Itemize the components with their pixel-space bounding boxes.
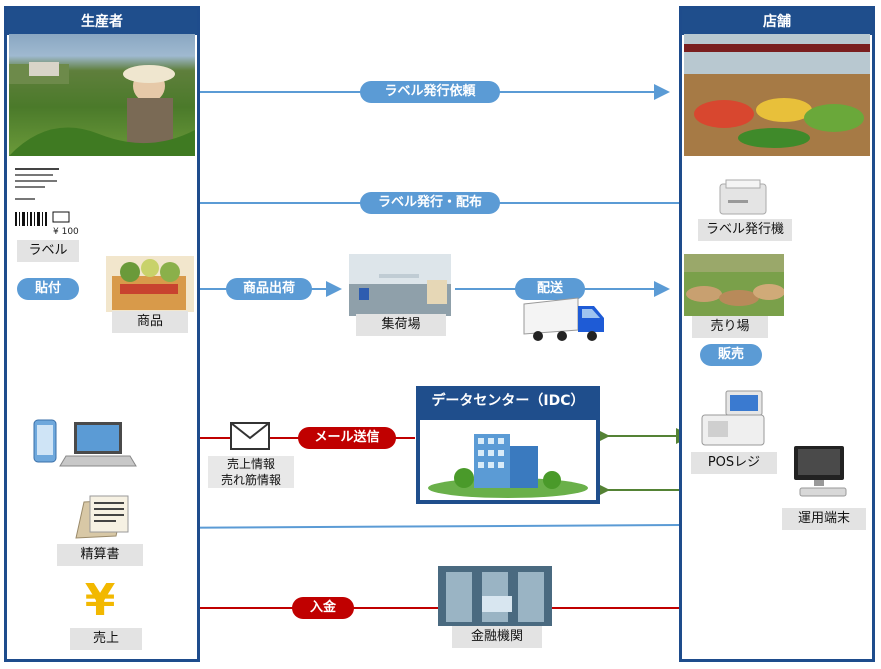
store-title: 店舗	[682, 9, 872, 35]
farmer-photo	[9, 34, 195, 156]
statement-caption: 精算書	[57, 544, 143, 566]
data-center-title: データセンター（IDC）	[416, 386, 600, 418]
shipment-pill: 商品出荷	[226, 278, 312, 300]
data-center-box: データセンター（IDC）	[416, 386, 600, 504]
mail-icon	[230, 422, 270, 450]
label-printer-icon	[716, 178, 770, 218]
terminal-icon	[790, 444, 856, 502]
email-caption: 売上情報 売れ筋情報	[208, 456, 294, 488]
sales-floor-photo	[684, 254, 784, 316]
sales-floor-caption: 売り場	[692, 316, 768, 338]
producer-title: 生産者	[7, 9, 197, 35]
label-issue-pill: ラベル発行・配布	[360, 192, 500, 214]
email-caption-line1: 売上情報	[226, 457, 275, 471]
data-center-building	[420, 420, 596, 500]
terminal-caption: 運用端末	[782, 508, 866, 530]
label-printer-caption: ラベル発行機	[698, 219, 792, 241]
email-pill: メール送信	[298, 427, 396, 449]
bank-photo	[438, 566, 552, 626]
label-caption: ラベル	[17, 240, 79, 262]
store-photo	[684, 34, 870, 156]
label-price: ¥ 100	[53, 227, 79, 237]
product-photo	[106, 256, 194, 312]
statement-icon	[70, 492, 138, 542]
pos-register-icon	[698, 389, 768, 449]
delivery-pill: 配送	[515, 278, 585, 300]
attach-pill: 貼付	[17, 278, 79, 300]
payment-pill: 入金	[292, 597, 354, 619]
collection-caption: 集荷場	[356, 314, 446, 336]
devices-icon	[30, 416, 140, 472]
product-caption: 商品	[112, 311, 188, 333]
label-request-pill: ラベル発行依頼	[360, 81, 500, 103]
pos-register-caption: POSレジ	[691, 452, 777, 474]
sales-caption: 売上	[70, 628, 142, 650]
bank-caption: 金融機関	[452, 626, 542, 648]
yen-icon: ¥	[84, 575, 116, 626]
label-sheet-icon: ¥ 100	[13, 164, 83, 238]
collection-photo	[349, 254, 451, 316]
email-caption-line2: 売れ筋情報	[220, 473, 281, 487]
sell-pill: 販売	[700, 344, 762, 366]
truck-icon	[522, 296, 606, 342]
